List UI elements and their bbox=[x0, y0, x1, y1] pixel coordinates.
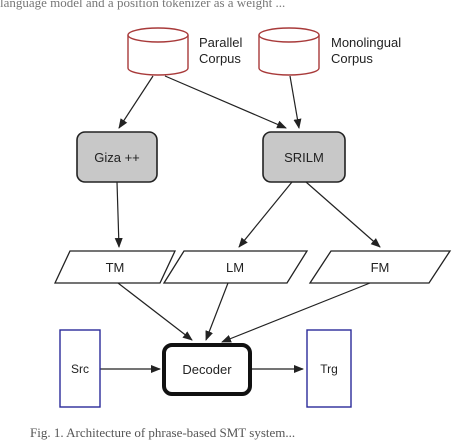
lm-node: LM bbox=[162, 250, 309, 284]
edge-fm-decoder bbox=[221, 282, 371, 343]
srilm-label: SRILM bbox=[284, 150, 324, 165]
figure-caption: Fig. 1. Architecture of phrase-based SMT… bbox=[30, 425, 296, 440]
database-icon bbox=[258, 27, 320, 76]
edges bbox=[100, 75, 381, 373]
fm-node: FM bbox=[308, 250, 452, 284]
edge-parallel-giza bbox=[118, 75, 154, 129]
giza-node: Giza ++ bbox=[76, 131, 158, 183]
edge-giza-tm bbox=[114, 181, 123, 248]
parallel-corpus-label-line1: Parallel bbox=[199, 35, 242, 50]
src-label: Src bbox=[71, 362, 89, 376]
edge-srilm-lm bbox=[238, 181, 293, 248]
decoder-label: Decoder bbox=[182, 362, 232, 377]
cropped-top-text: language model and a position tokenizer … bbox=[0, 0, 286, 10]
decoder-node: Decoder bbox=[162, 343, 252, 396]
parallel-corpus-label-line2: Corpus bbox=[199, 51, 241, 66]
giza-label: Giza ++ bbox=[94, 150, 140, 165]
trg-label: Trg bbox=[320, 362, 338, 376]
parallel-corpus-node: Parallel Corpus bbox=[127, 27, 242, 76]
edge-mono-srilm bbox=[289, 75, 302, 129]
src-node: Src bbox=[59, 329, 101, 408]
edge-tm-decoder bbox=[117, 282, 193, 341]
srilm-node: SRILM bbox=[262, 131, 346, 183]
tm-node: TM bbox=[53, 250, 177, 284]
monolingual-corpus-node: Monolingual Corpus bbox=[258, 27, 401, 76]
monolingual-corpus-label-line2: Corpus bbox=[331, 51, 373, 66]
monolingual-corpus-label-line1: Monolingual bbox=[331, 35, 401, 50]
database-icon bbox=[127, 27, 189, 76]
fm-label: FM bbox=[371, 260, 390, 275]
edge-lm-decoder bbox=[205, 282, 229, 341]
lm-label: LM bbox=[226, 260, 244, 275]
trg-node: Trg bbox=[306, 329, 352, 408]
edge-srilm-fm bbox=[305, 181, 381, 248]
edge-parallel-srilm bbox=[164, 75, 287, 129]
tm-label: TM bbox=[106, 260, 125, 275]
